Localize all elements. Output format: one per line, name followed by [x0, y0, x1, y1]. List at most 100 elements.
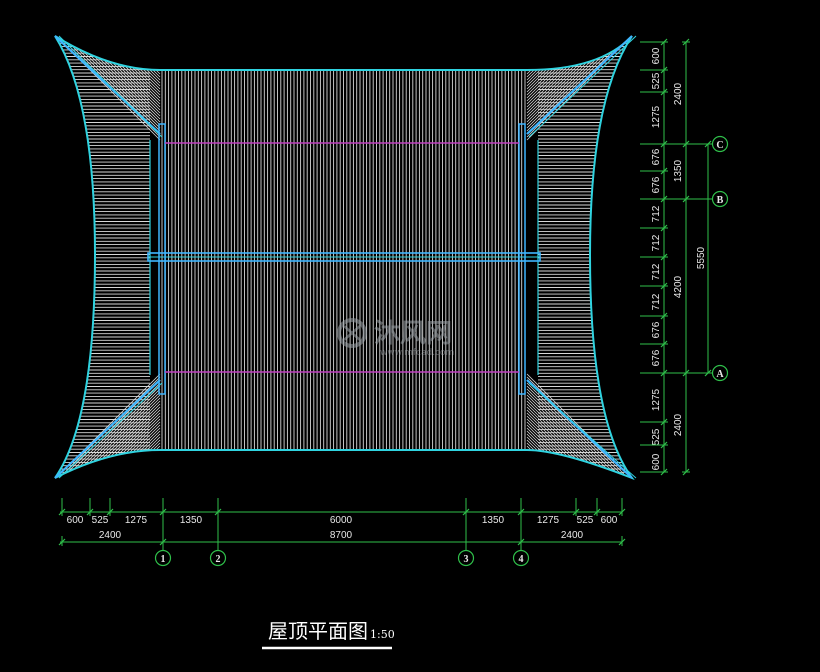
dim-r1-2: 1275 [651, 105, 662, 128]
axis-label-A: A [716, 369, 724, 380]
tile-line-corner-tr [526, 39, 529, 42]
tile-line-corner-tl [68, 39, 161, 132]
axis-bubble-1 [154, 549, 172, 567]
tile-line-corner-bl [74, 388, 161, 475]
bottom-dimensions: 600 525 1275 1350 6000 1350 1275 525 600… [67, 515, 618, 541]
horizontal-axis-bubbles: 1 2 3 4 [154, 549, 530, 567]
tile-line-corner-tl [149, 39, 161, 51]
hip-ridge-2 [54, 379, 161, 479]
vertical-axis-bubbles: C B A [711, 135, 729, 382]
tile-line-corner-tr [526, 39, 559, 72]
dim-r1-11: 1275 [651, 388, 662, 411]
tile-line-corner-br [526, 397, 604, 475]
hip-ridge-edge-3 [528, 382, 637, 479]
dim-tick-bottom-7 [572, 508, 580, 516]
dim-r1-1: 525 [651, 72, 662, 89]
tile-line-corner-br [526, 460, 541, 475]
dim-tick-bottom-9 [618, 508, 626, 516]
tile-line-corner-tr [526, 39, 553, 66]
tile-line-corner-bl [158, 472, 161, 475]
tile-line-corner-br [526, 388, 613, 475]
axis-label-C: C [716, 140, 723, 151]
dim-tick-right2-0 [682, 38, 690, 46]
dim-b2-1: 8700 [330, 530, 353, 541]
dim-tick-bottom-2 [106, 508, 114, 516]
tile-line-corner-tl [128, 39, 161, 72]
dim-tick-bottom-0 [58, 508, 66, 516]
tile-line-corner-tr [526, 39, 565, 78]
tile-line-corner-tl [131, 39, 161, 69]
tile-line-corner-bl [128, 442, 161, 475]
dim-r1-10: 676 [651, 349, 662, 366]
drawing-scale: 1:50 [370, 628, 395, 641]
tile-line-corner-tr [526, 39, 541, 54]
hip-ridge-edge-2 [58, 382, 163, 479]
dim-b2-0: 2400 [99, 530, 122, 541]
dim-r1-13: 600 [651, 453, 662, 470]
dim-r2-1: 1350 [673, 159, 684, 182]
tile-line-corner-br [526, 454, 547, 475]
tile-line-corner-br [526, 382, 619, 475]
dim-tick-bottom-8 [593, 508, 601, 516]
dim-tick-right-1 [660, 66, 668, 74]
dim-r3-0: 5550 [696, 246, 707, 269]
axis-bubble-2 [209, 549, 227, 567]
beam-axis-4 [518, 123, 526, 395]
right-dimensions: 600 525 1275 676 676 712 712 712 712 676… [651, 47, 707, 470]
tile-line-corner-tl [143, 39, 161, 57]
axis-label-3: 3 [464, 554, 469, 565]
dim-tick-right-7 [660, 253, 668, 261]
tile-line-corner-bl [77, 391, 161, 475]
dim-b1-6: 1275 [537, 515, 560, 526]
axis-label-B: B [717, 195, 724, 206]
tile-line-corner-br [526, 466, 535, 475]
tile-line-corner-tl [119, 39, 161, 81]
watermark-url: www.mfcad.com [380, 348, 454, 358]
dim-tick-right-9 [660, 312, 668, 320]
dim-tick-right-12 [660, 418, 668, 426]
watermark-logo-icon [337, 318, 367, 348]
axis-bubble-A [711, 364, 729, 382]
tile-line-corner-bl [155, 469, 161, 475]
dim-r1-12: 525 [651, 428, 662, 445]
tile-line-corner-bl [137, 451, 161, 475]
dim-tick-bottom2-0 [58, 538, 66, 546]
dim-r2-2: 4200 [673, 275, 684, 298]
tile-line-corner-tl [152, 39, 161, 48]
tile-line-corner-br [526, 472, 529, 475]
dim-tick-right-14 [660, 468, 668, 476]
dim-r2-0: 2400 [673, 82, 684, 105]
tile-line-corner-tr [526, 39, 619, 132]
dim-tick-right-10 [660, 340, 668, 348]
dim-b1-4: 6000 [330, 515, 353, 526]
dim-b1-1: 525 [92, 515, 109, 526]
dim-tick-right-4 [660, 167, 668, 175]
axis-bubble-3 [457, 549, 475, 567]
tile-line-corner-br [526, 469, 532, 475]
tile-line-corner-tl [137, 39, 161, 63]
axis-bubble-B [711, 190, 729, 208]
dim-b1-5: 1350 [482, 515, 505, 526]
dim-r2-3: 2400 [673, 413, 684, 436]
drawing-title: 屋顶平面图 [268, 619, 368, 643]
hip-ridge-edge-0 [58, 35, 163, 138]
dim-tick-bottom2-3 [618, 538, 626, 546]
tile-line-corner-tr [526, 39, 538, 51]
tile-line-corner-tl [155, 39, 161, 45]
hip-ridge-1 [526, 35, 633, 135]
tile-line-corner-bl [140, 454, 161, 475]
tile-line-corner-tr [526, 39, 535, 48]
dim-r1-8: 712 [651, 293, 662, 310]
tile-line-corner-tl [71, 39, 161, 129]
dim-b2-2: 2400 [561, 530, 584, 541]
dim-tick-right-2 [660, 88, 668, 96]
watermark-text: 沐风网 [374, 319, 452, 349]
dim-tick-right-6 [660, 224, 668, 232]
tile-line-corner-tr [526, 39, 592, 105]
tile-line-corner-tr [526, 39, 556, 69]
dim-r1-5: 712 [651, 205, 662, 222]
tile-line-corner-br [526, 457, 544, 475]
dim-tick-right-0 [660, 38, 668, 46]
tile-line-corner-bl [134, 448, 161, 475]
